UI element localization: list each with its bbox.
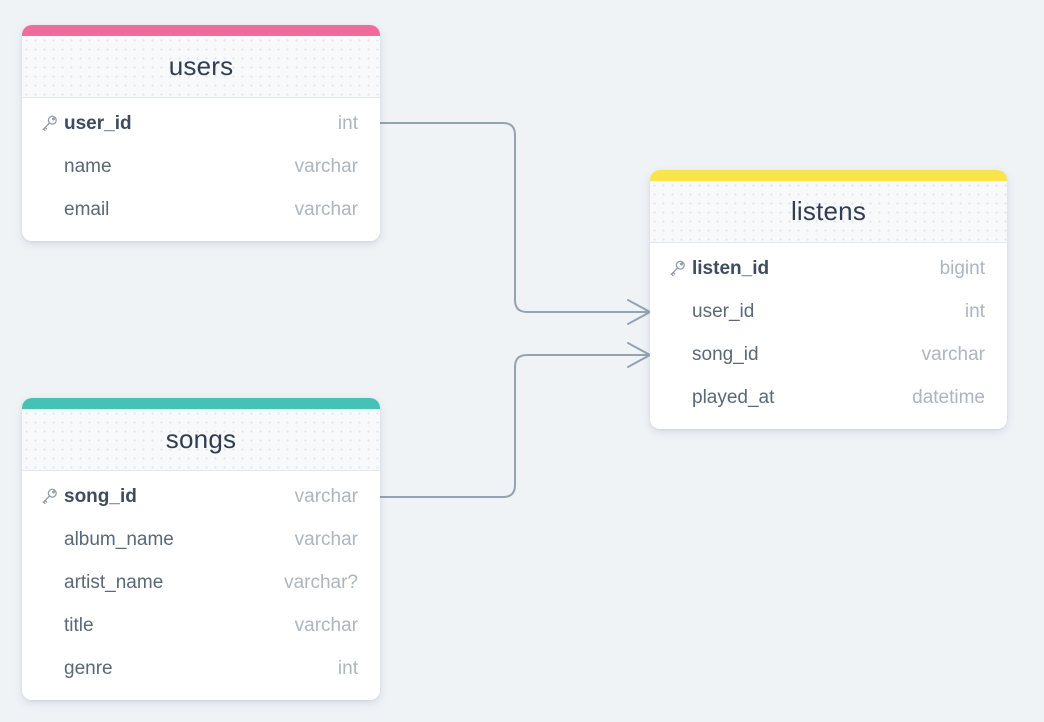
field-row-title[interactable]: title varchar	[22, 604, 380, 647]
field-type: varchar?	[284, 571, 358, 593]
field-row-name[interactable]: name varchar	[22, 145, 380, 188]
table-title-listens: listens	[650, 181, 1007, 243]
field-key-slot	[41, 115, 61, 132]
key-icon	[41, 488, 58, 505]
table-fields-listens: listen_id bigint user_id int song_id varchar p…	[650, 243, 1007, 429]
field-row-album_name[interactable]: album_name varchar	[22, 518, 380, 561]
field-key-slot	[669, 260, 689, 277]
field-row-user_id[interactable]: user_id int	[22, 102, 380, 145]
field-row-user_id[interactable]: user_id int	[650, 290, 1007, 333]
field-type: datetime	[912, 386, 985, 408]
field-name: album_name	[64, 528, 174, 550]
field-name: listen_id	[692, 257, 770, 279]
field-row-song_id[interactable]: song_id varchar	[22, 475, 380, 518]
field-type: varchar	[294, 528, 358, 550]
key-icon	[669, 260, 686, 277]
field-type: varchar	[294, 485, 358, 507]
field-key-slot	[41, 488, 61, 505]
field-type: varchar	[294, 198, 358, 220]
field-name: user_id	[692, 300, 755, 322]
table-accent-bar	[22, 398, 380, 409]
relationship-line	[379, 354, 651, 498]
field-type: int	[964, 300, 985, 322]
field-name: artist_name	[64, 571, 164, 593]
table-card-users[interactable]: users user_id int name varchar email varchar	[22, 25, 380, 241]
field-row-song_id[interactable]: song_id varchar	[650, 333, 1007, 376]
relationship-songs-listens	[379, 342, 651, 498]
crow-foot-icon	[623, 299, 651, 325]
relationship-line	[379, 122, 651, 313]
field-name: email	[64, 198, 110, 220]
field-name: genre	[64, 657, 113, 679]
key-icon	[41, 115, 58, 132]
table-card-listens[interactable]: listens listen_id bigint user_id int song_id…	[650, 170, 1007, 429]
table-title-users: users	[22, 36, 380, 98]
table-accent-bar	[650, 170, 1007, 181]
field-row-genre[interactable]: genre int	[22, 647, 380, 690]
crow-foot-icon	[623, 342, 651, 368]
field-name: song_id	[64, 485, 137, 507]
field-name: title	[64, 614, 94, 636]
table-fields-users: user_id int name varchar email varchar	[22, 98, 380, 241]
field-name: name	[64, 155, 112, 177]
field-type: varchar	[294, 155, 358, 177]
field-type: bigint	[939, 257, 985, 279]
field-type: int	[337, 112, 358, 134]
field-type: varchar	[294, 614, 358, 636]
field-type: varchar	[921, 343, 985, 365]
field-row-artist_name[interactable]: artist_name varchar?	[22, 561, 380, 604]
table-accent-bar	[22, 25, 380, 36]
field-row-played_at[interactable]: played_at datetime	[650, 376, 1007, 419]
field-row-email[interactable]: email varchar	[22, 188, 380, 231]
field-name: user_id	[64, 112, 132, 134]
relationship-users-listens	[379, 122, 651, 325]
field-name: played_at	[692, 386, 775, 408]
field-row-listen_id[interactable]: listen_id bigint	[650, 247, 1007, 290]
table-title-songs: songs	[22, 409, 380, 471]
field-name: song_id	[692, 343, 759, 365]
field-type: int	[337, 657, 358, 679]
